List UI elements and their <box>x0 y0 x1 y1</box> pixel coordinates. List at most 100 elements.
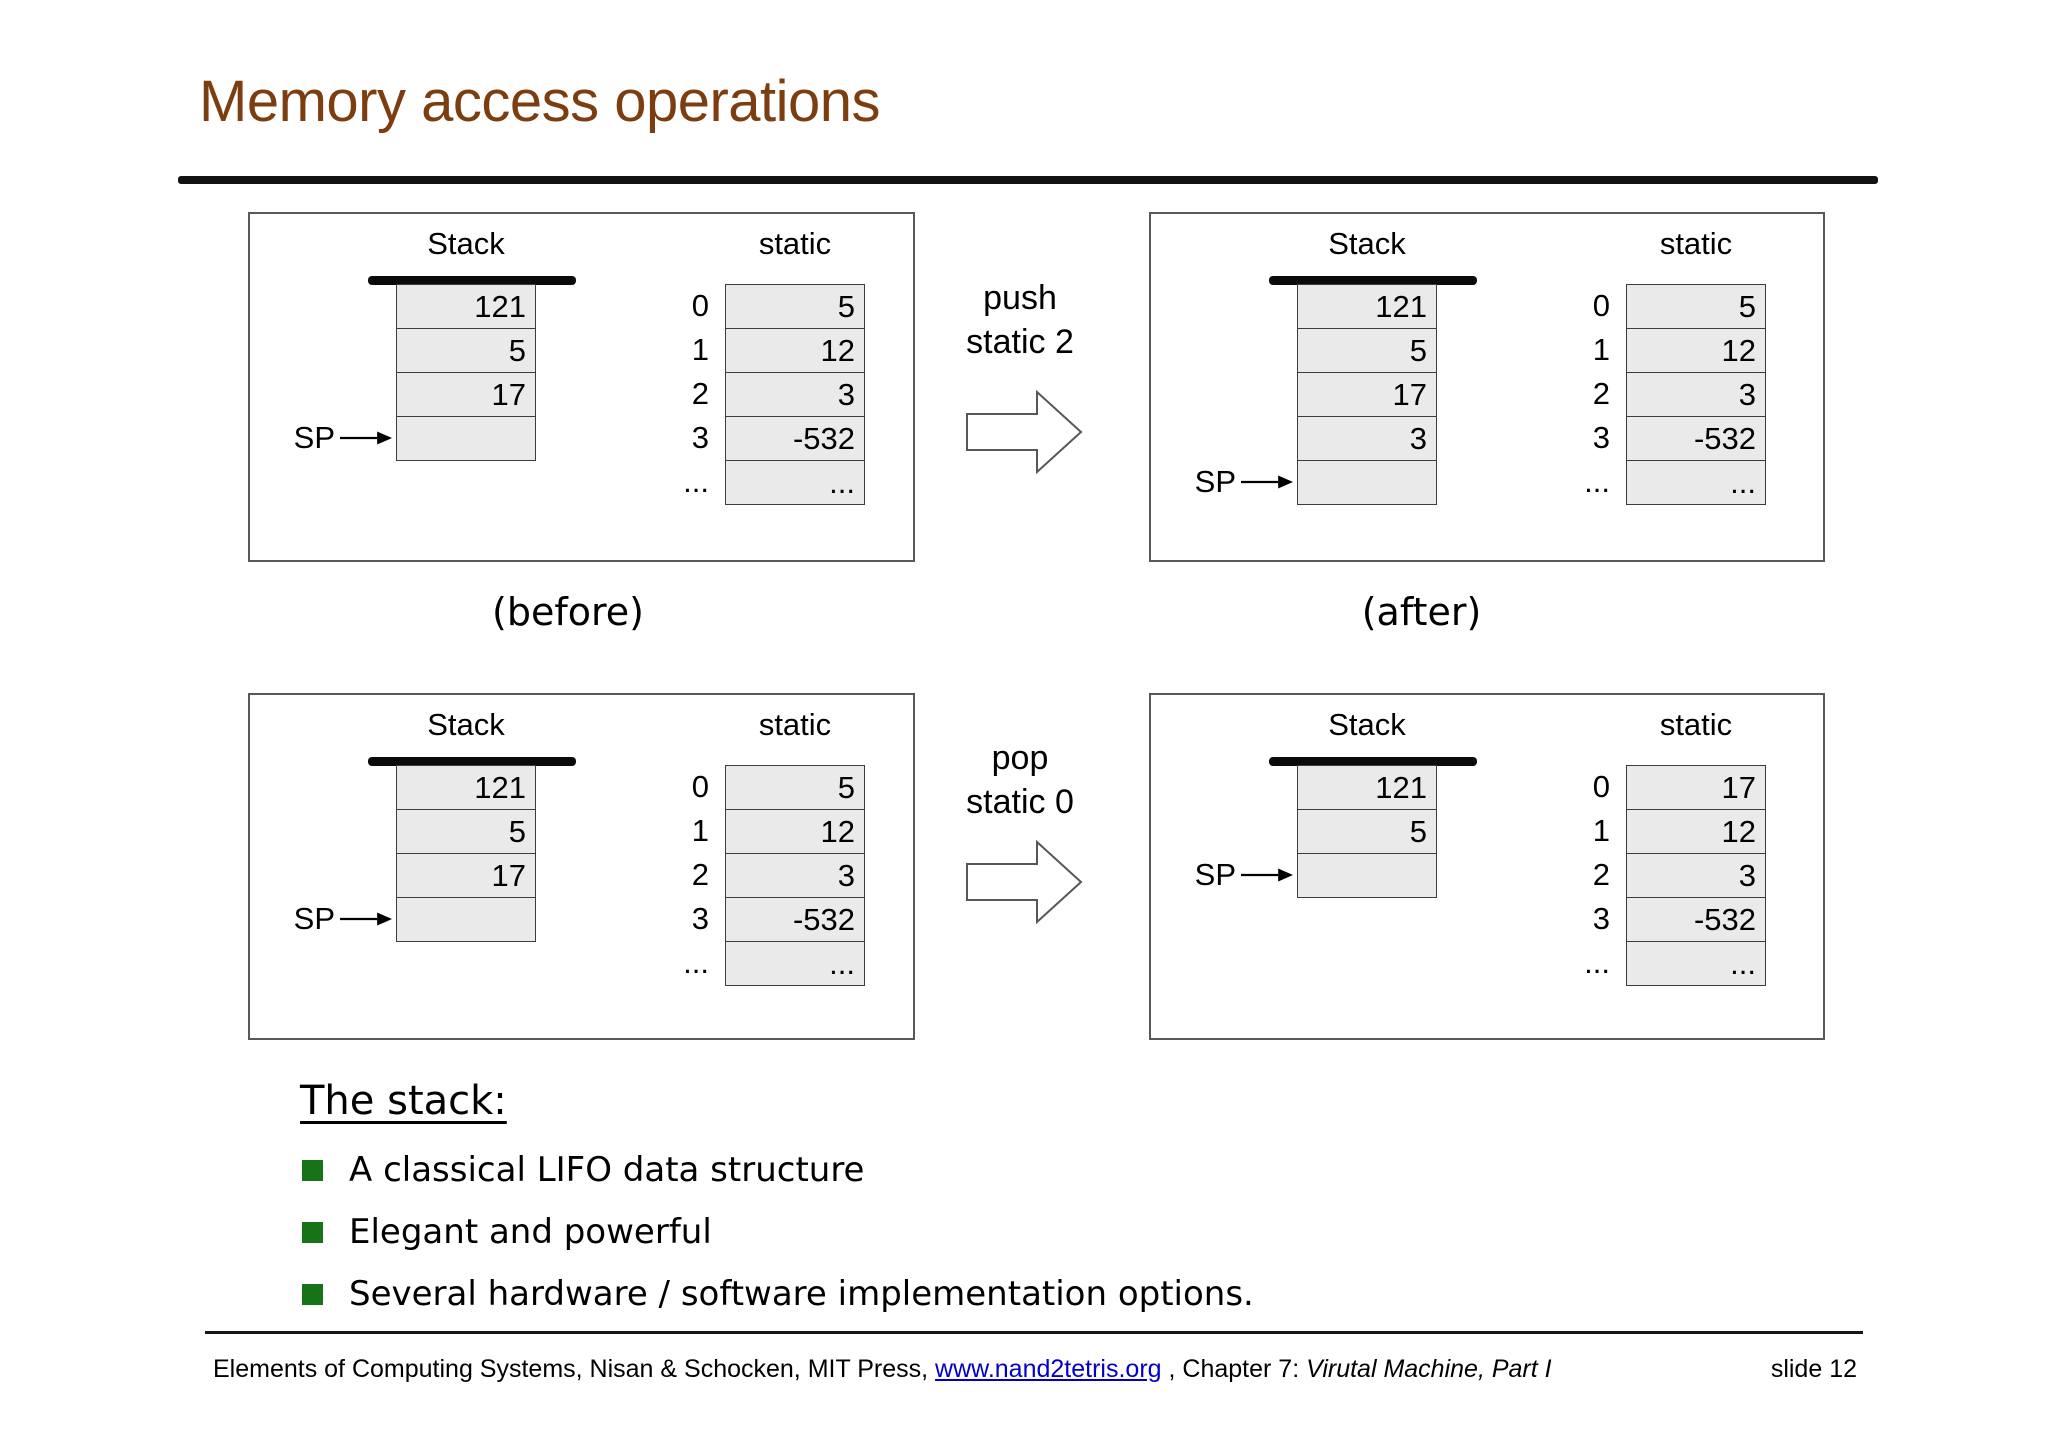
stack-cell: 17 <box>1297 372 1437 417</box>
stack-cells: 121 5 17 3 <box>1297 284 1437 505</box>
static-index: 2 <box>1592 376 1610 411</box>
static-index: 3 <box>1592 901 1610 936</box>
static-column-title: static <box>1659 707 1733 742</box>
static-index: 0 <box>691 288 709 323</box>
stack-cell: 121 <box>396 765 536 810</box>
stack-cell-empty <box>396 897 536 942</box>
stack-top-bar <box>1269 276 1477 285</box>
static-cell: ... <box>1626 941 1766 986</box>
stack-cell-empty <box>396 416 536 461</box>
static-index: 0 <box>1592 288 1610 323</box>
title-underline <box>178 176 1878 184</box>
stack-cells: 121 5 <box>1297 765 1437 898</box>
static-index: ... <box>1584 945 1610 980</box>
sp-arrow-icon <box>1241 868 1293 882</box>
static-cell: 3 <box>725 372 865 417</box>
stack-column-title: Stack <box>1328 707 1406 742</box>
static-row: 1 12 <box>649 328 865 373</box>
static-row: 3 -532 <box>1550 416 1766 461</box>
slide-number: slide 12 <box>1770 1355 1857 1383</box>
static-cell: ... <box>725 941 865 986</box>
stack-column-title: Stack <box>427 226 505 261</box>
static-index: 0 <box>691 769 709 804</box>
static-index: ... <box>683 945 709 980</box>
static-index: ... <box>1584 464 1610 499</box>
static-column-title: static <box>758 226 832 261</box>
static-cell: 5 <box>1626 284 1766 329</box>
bullet-square-icon <box>302 1283 323 1305</box>
stack-cell: 121 <box>1297 765 1437 810</box>
static-row: ...... <box>649 941 865 986</box>
static-cell: 5 <box>725 284 865 329</box>
sp-arrow-icon <box>340 431 392 445</box>
static-index: 2 <box>691 857 709 892</box>
footer-divider <box>205 1331 1863 1334</box>
static-index: 1 <box>691 332 709 367</box>
page-title: Memory access operations <box>199 69 881 134</box>
bullet-square-icon <box>302 1159 323 1181</box>
bullet-text: Several hardware / software implementati… <box>349 1274 1254 1314</box>
footer-chapter-title: Virutal Machine, Part I <box>1306 1355 1552 1383</box>
bullet-square-icon <box>302 1221 323 1243</box>
static-cell: 3 <box>1626 372 1766 417</box>
static-index: 3 <box>1592 420 1610 455</box>
bullet-item: A classical LIFO data structure <box>302 1146 864 1194</box>
static-row: ...... <box>649 460 865 505</box>
stack-cell: 121 <box>1297 284 1437 329</box>
static-row: 3 -532 <box>649 897 865 942</box>
stack-cell: 3 <box>1297 416 1437 461</box>
op-line: static 2 <box>966 323 1074 362</box>
op-line: static 0 <box>966 783 1074 822</box>
sp-arrow-icon <box>1241 475 1293 489</box>
footer-link[interactable]: www.nand2tetris.org <box>935 1355 1162 1383</box>
static-index: 2 <box>1592 857 1610 892</box>
operation-label-pop: pop static 0 <box>910 736 1130 824</box>
bullet-text: A classical LIFO data structure <box>349 1150 865 1190</box>
stack-pointer: SP <box>1195 857 1293 892</box>
static-column-title: static <box>758 707 832 742</box>
stack-column-title: Stack <box>1328 226 1406 261</box>
sp-label: SP <box>1194 464 1236 499</box>
static-row: 1 12 <box>1550 328 1766 373</box>
static-row: ...... <box>1550 460 1766 505</box>
static-cell: -532 <box>725 897 865 942</box>
static-cell: ... <box>1626 460 1766 505</box>
static-cell: 3 <box>725 853 865 898</box>
static-index: 3 <box>691 420 709 455</box>
static-row: ...... <box>1550 941 1766 986</box>
static-cell: 17 <box>1626 765 1766 810</box>
sp-label: SP <box>293 420 335 455</box>
section-heading: The stack: <box>300 1078 507 1124</box>
static-cell: ... <box>725 460 865 505</box>
stack-cell: 121 <box>396 284 536 329</box>
stack-cells: 121 5 17 <box>396 765 536 942</box>
static-cell: -532 <box>1626 416 1766 461</box>
stack-cell-empty <box>1297 460 1437 505</box>
sp-label: SP <box>293 901 335 936</box>
static-cell: 12 <box>1626 328 1766 373</box>
static-index: 1 <box>691 813 709 848</box>
stack-cell: 5 <box>1297 328 1437 373</box>
static-column-title: static <box>1659 226 1733 261</box>
static-index: 1 <box>1592 332 1610 367</box>
stack-top-bar <box>368 757 576 766</box>
static-row: 3-532 <box>1550 897 1766 942</box>
static-cell: 12 <box>725 809 865 854</box>
static-index: ... <box>683 464 709 499</box>
footer-credit: Elements of Computing Systems, Nisan & S… <box>213 1355 1552 1384</box>
bullet-text: Elegant and powerful <box>349 1212 712 1252</box>
static-index: 0 <box>1592 769 1610 804</box>
static-index: 3 <box>691 901 709 936</box>
static-cell: 12 <box>725 328 865 373</box>
sp-arrow-icon <box>340 912 392 926</box>
